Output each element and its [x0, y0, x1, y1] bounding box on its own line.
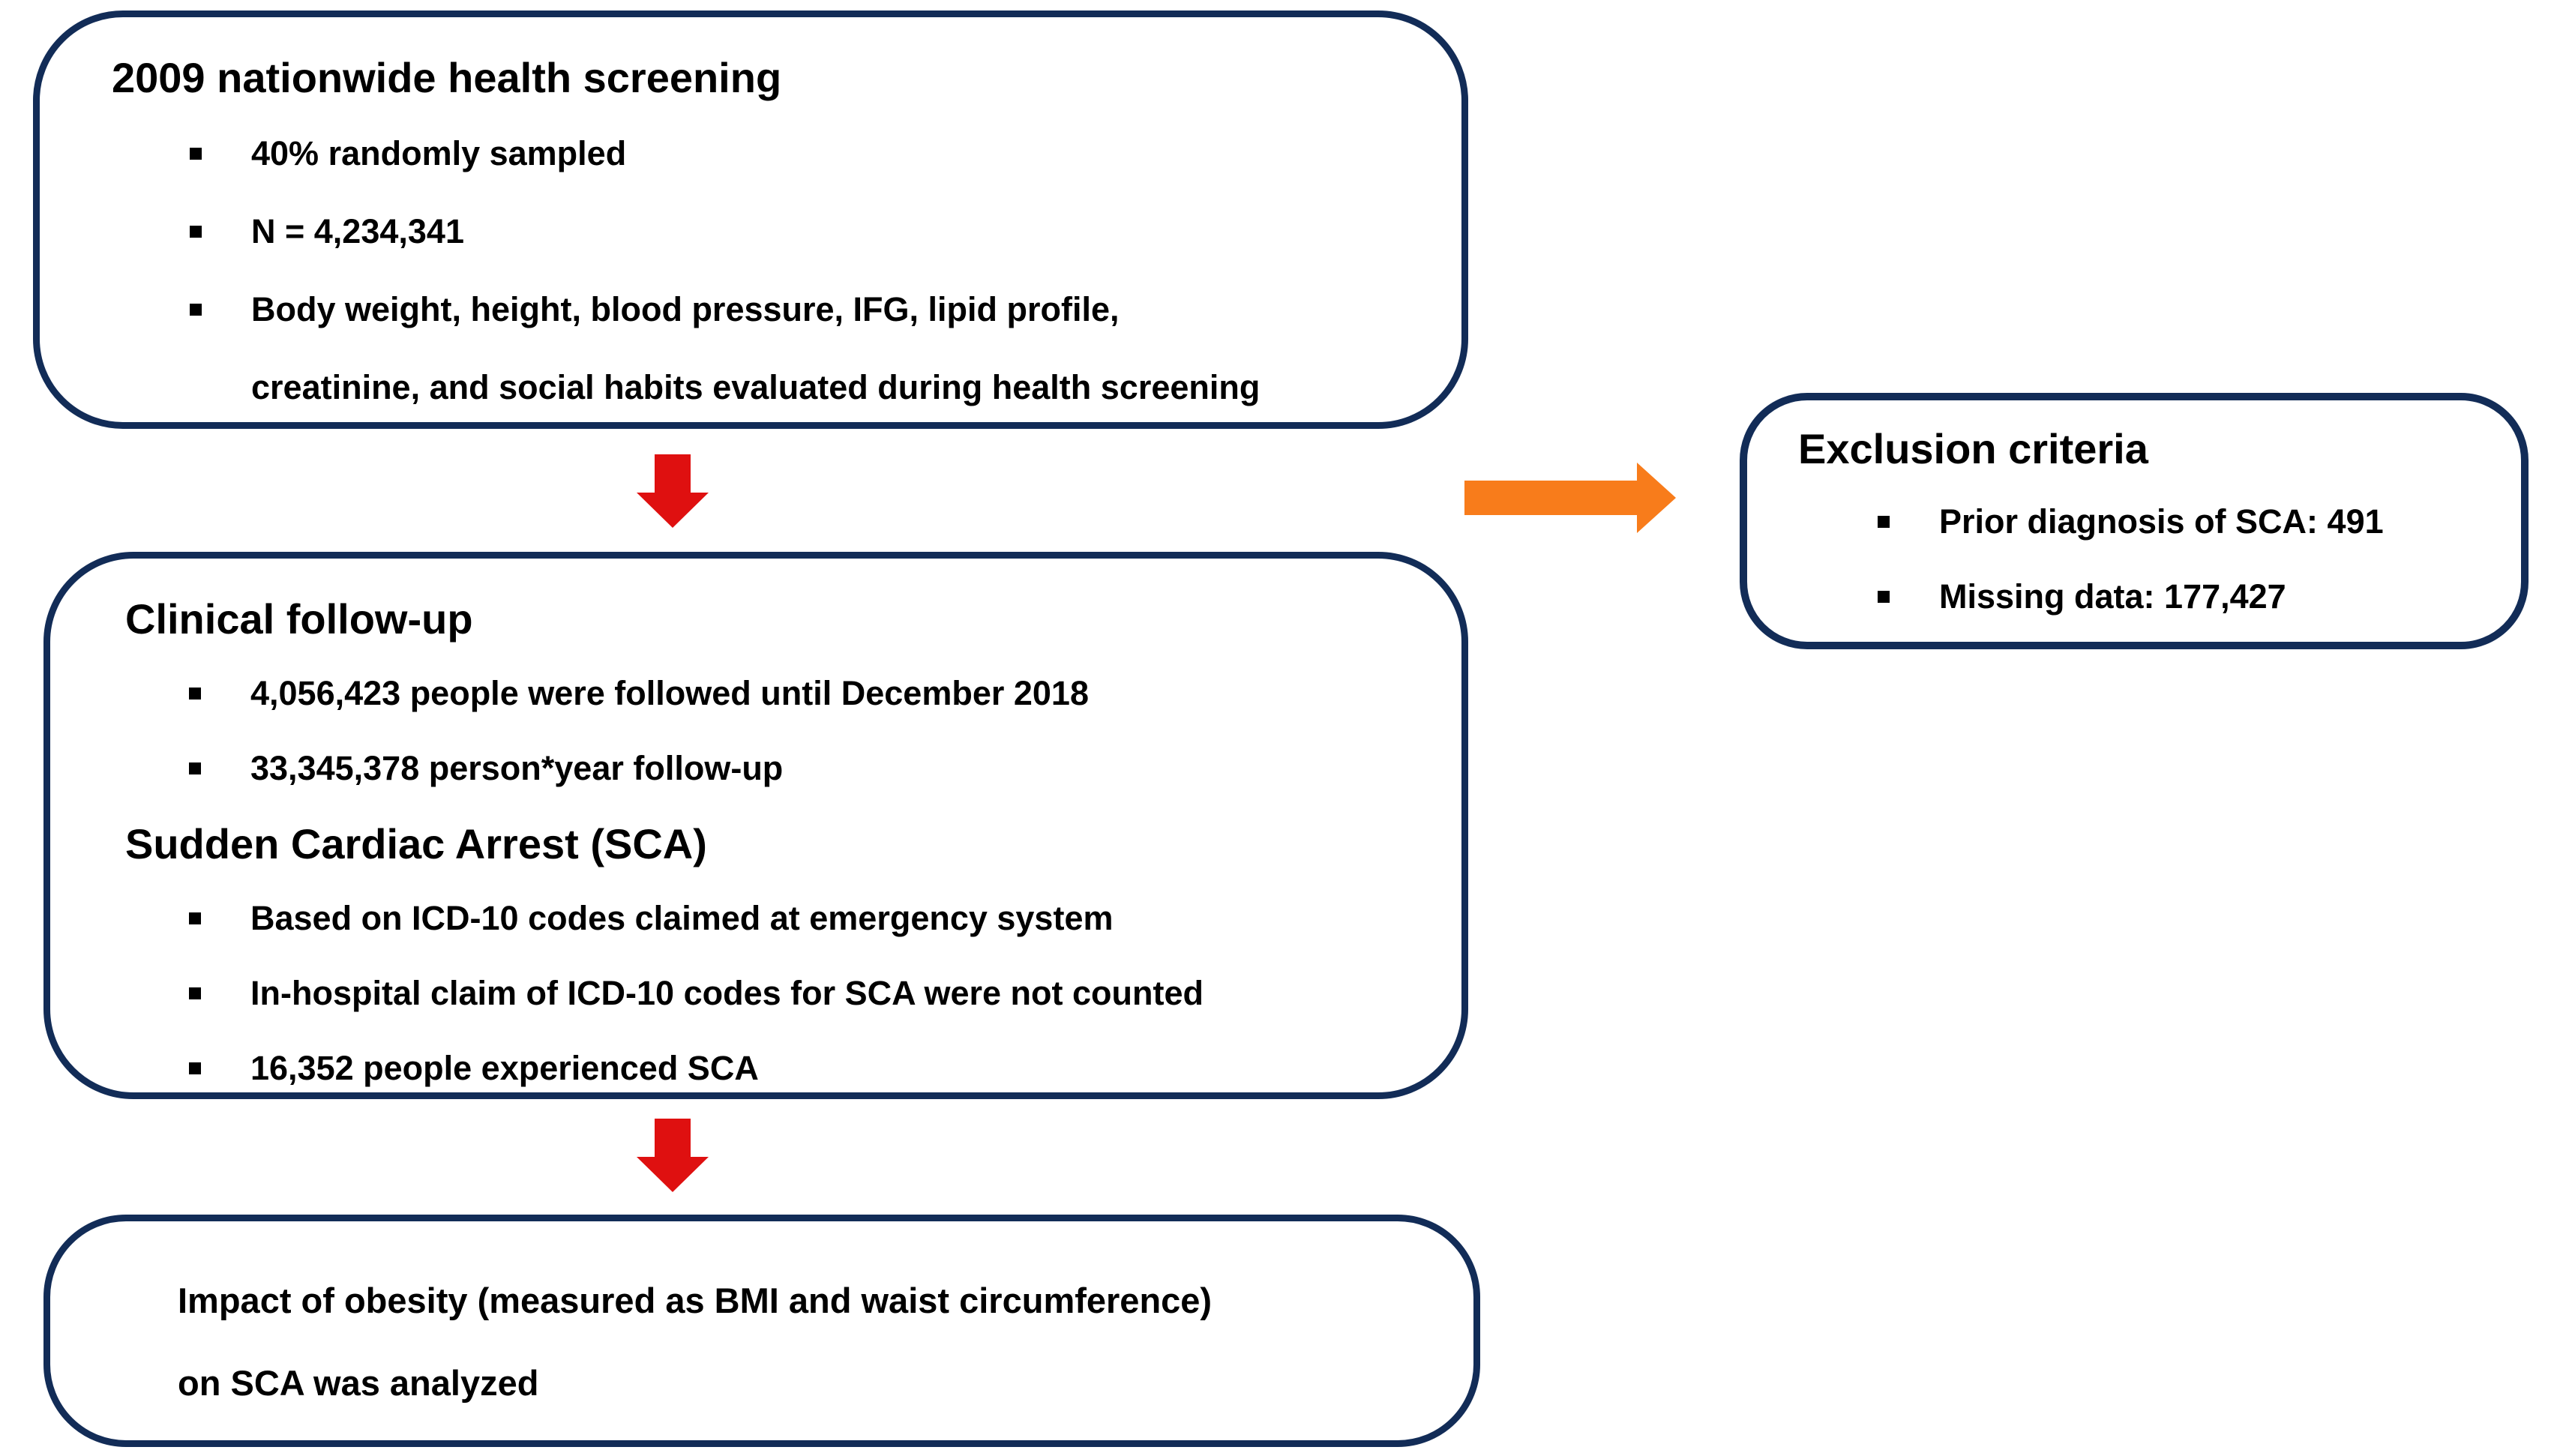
list-item: Missing data: 177,427 [1798, 559, 2499, 634]
list-item: N = 4,234,341 [112, 193, 1431, 271]
list-item: 33,345,378 person*year follow-up [125, 731, 1431, 806]
arrow-shaft [1464, 481, 1637, 515]
bullet-icon [189, 762, 201, 774]
bullet-icon [189, 1062, 201, 1074]
right-arrow-icon [1464, 463, 1676, 533]
down-arrow-icon [637, 1119, 709, 1192]
bullet-icon [189, 912, 201, 924]
flow-box-screening: 2009 nationwide health screening 40% ran… [33, 10, 1468, 429]
list-item: Prior diagnosis of SCA: 491 [1798, 484, 2499, 559]
list-item: 40% randomly sampled [112, 115, 1431, 193]
screening-bullet-3: Body weight, height, blood pressure, IFG… [251, 290, 1120, 328]
list-item: In-hospital claim of ICD-10 codes for SC… [125, 956, 1431, 1031]
followup-title: Clinical follow-up [125, 595, 473, 643]
arrow-head [1637, 463, 1676, 533]
sca-bullet-2: In-hospital claim of ICD-10 codes for SC… [250, 974, 1204, 1012]
bullet-icon [1878, 591, 1890, 603]
exclusion-title: Exclusion criteria [1798, 424, 2148, 472]
sca-bullet-3: 16,352 people experienced SCA [250, 1049, 759, 1087]
list-item: 4,056,423 people were followed until Dec… [125, 656, 1431, 731]
bullet-icon [189, 987, 201, 999]
followup-bullet-2: 33,345,378 person*year follow-up [250, 749, 784, 787]
flow-box-impact: Impact of obesity (measured as BMI and w… [43, 1215, 1480, 1447]
impact-line-2: on SCA was analyzed [178, 1362, 539, 1403]
bullet-icon [190, 226, 202, 238]
exclusion-bullet-2: Missing data: 177,427 [1939, 577, 2286, 616]
screening-bullet-3-continuation: creatinine, and social habits evaluated … [251, 368, 1261, 406]
sca-subtitle: Sudden Cardiac Arrest (SCA) [125, 819, 707, 867]
arrow-shaft [655, 1119, 691, 1157]
sca-bullet-1: Based on ICD-10 codes claimed at emergen… [250, 899, 1114, 937]
bullet-icon [189, 688, 201, 700]
screening-bullet-1: 40% randomly sampled [251, 134, 627, 172]
flow-box-exclusion: Exclusion criteria Prior diagnosis of SC… [1740, 393, 2529, 649]
arrow-head [637, 493, 709, 528]
screening-title: 2009 nationwide health screening [112, 53, 782, 101]
screening-bullet-2: N = 4,234,341 [251, 212, 464, 250]
list-item: Based on ICD-10 codes claimed at emergen… [125, 881, 1431, 956]
bullet-icon [190, 148, 202, 160]
followup-bullet-1: 4,056,423 people were followed until Dec… [250, 674, 1089, 712]
arrow-head [637, 1157, 709, 1192]
bullet-icon [190, 304, 202, 316]
arrow-shaft [655, 454, 691, 493]
list-item: Body weight, height, blood pressure, IFG… [112, 271, 1431, 349]
flow-box-followup: Clinical follow-up 4,056,423 people were… [43, 552, 1468, 1099]
exclusion-bullet-1: Prior diagnosis of SCA: 491 [1939, 502, 2384, 541]
bullet-icon [1878, 516, 1890, 528]
down-arrow-icon [637, 454, 709, 528]
impact-line-1: Impact of obesity (measured as BMI and w… [178, 1280, 1213, 1320]
list-item: 16,352 people experienced SCA [125, 1031, 1431, 1106]
